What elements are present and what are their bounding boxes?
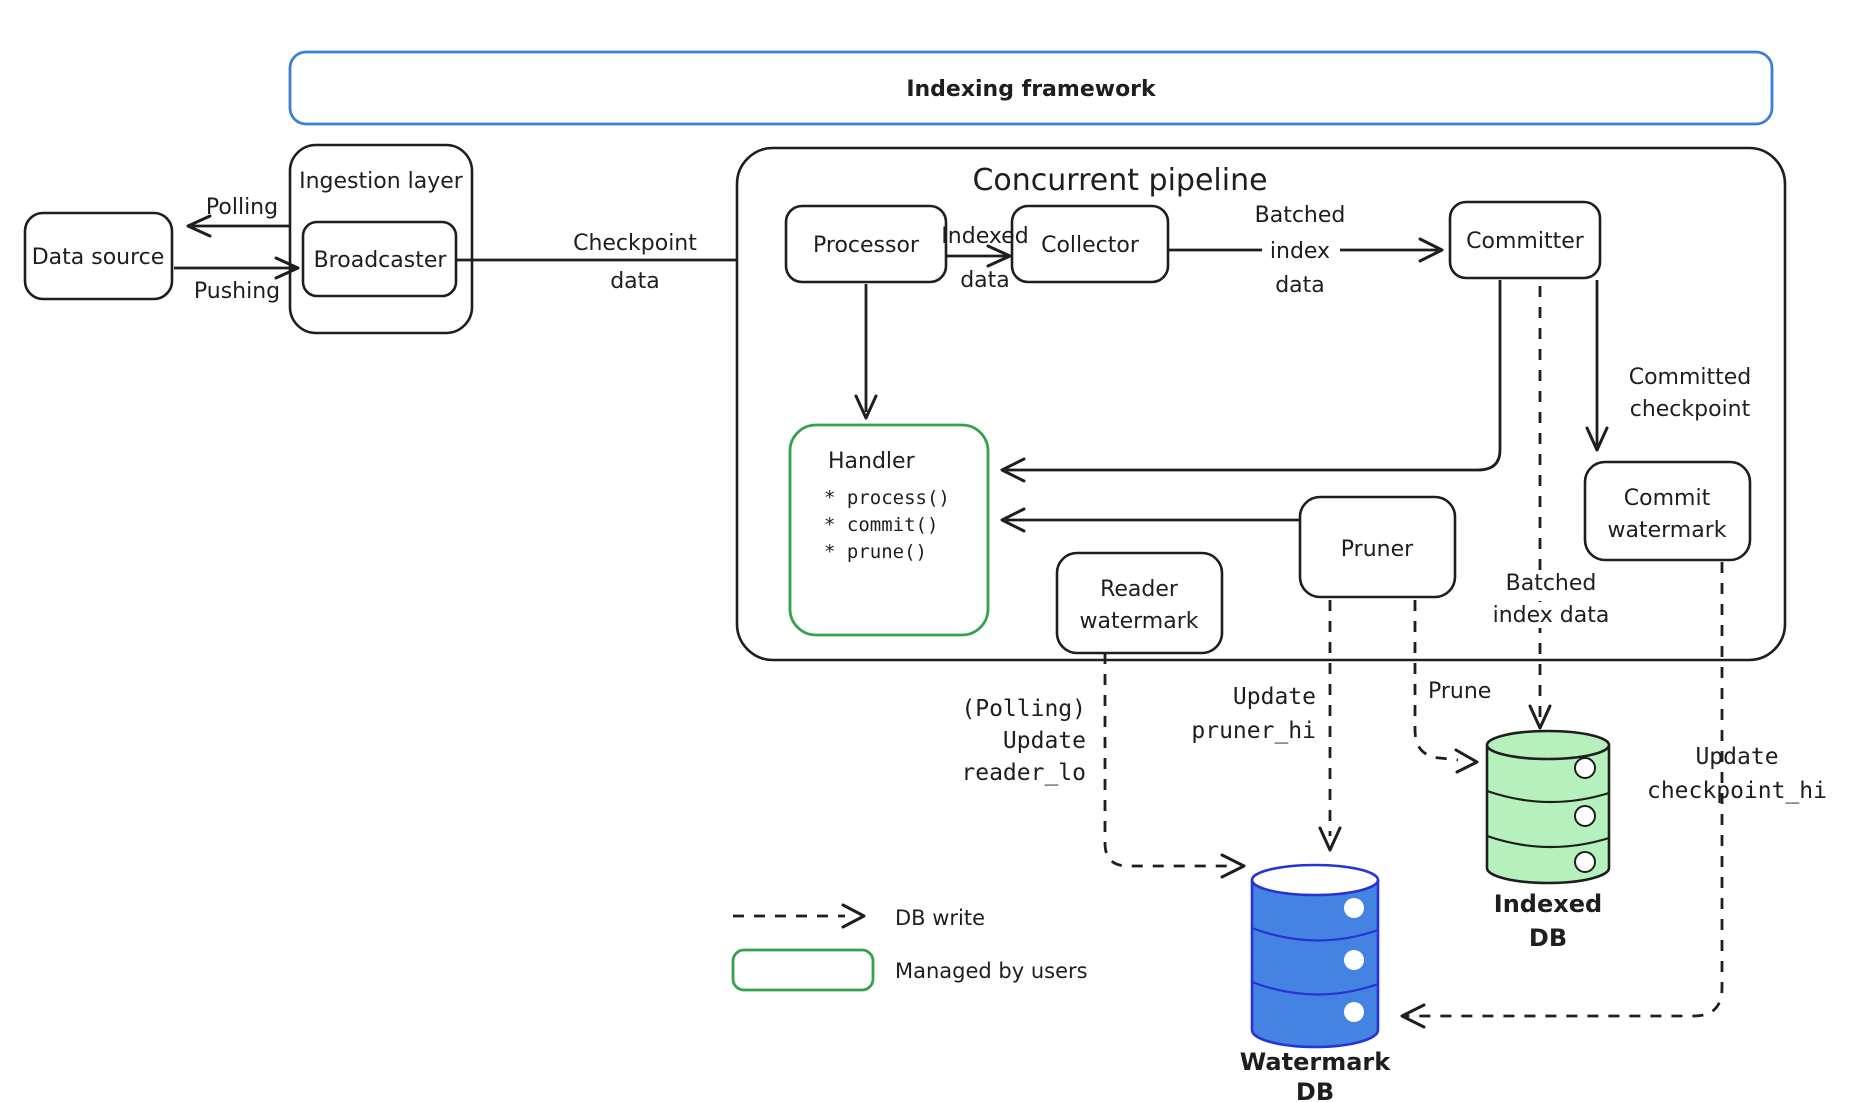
update-checkpoint-hi-label-2: checkpoint_hi (1647, 778, 1827, 804)
watermark-db-cylinder (1250, 863, 1380, 1049)
commit-watermark-node (1583, 460, 1752, 562)
batched-index-data-bottom-arrowhead (1528, 704, 1552, 730)
committer-to-handler-arrowhead (1000, 457, 1026, 483)
committer-node (1448, 200, 1602, 280)
legend-db-write-label: DB write (895, 906, 985, 930)
collector-node (1010, 204, 1170, 284)
update-reader-lo-arrowhead (1220, 853, 1246, 879)
db-dot (1344, 1002, 1364, 1022)
handler-method-commit: * commit() (824, 514, 938, 536)
indexing-framework-box (288, 50, 1774, 126)
committer-label: Committer (1466, 229, 1585, 254)
checkpoint-data-label-2: data (610, 269, 660, 294)
label-mask (1496, 570, 1606, 596)
reader-watermark-label-1: Reader (1100, 577, 1179, 602)
broadcaster-label: Broadcaster (314, 248, 448, 273)
batched-top-label-2: index (1270, 239, 1330, 264)
collector-label: Collector (1041, 233, 1140, 258)
db-dot (1574, 805, 1596, 827)
pruner-to-handler-arrowhead (1000, 507, 1026, 533)
update-checkpoint-hi-arrowhead (1400, 1003, 1426, 1029)
watermark-db-label-1: Watermark (1240, 1048, 1391, 1076)
batched-top-label-1: Batched (1255, 203, 1346, 228)
db-dot (1574, 851, 1596, 873)
prune-arrowhead (1454, 748, 1479, 774)
indexed-data-label-2: data (960, 268, 1010, 293)
legend-db-write-arrowhead (841, 903, 866, 929)
legend-managed-box (731, 948, 875, 992)
batched-bottom-label-2: index data (1493, 603, 1610, 628)
committed-checkpoint-arrowhead (1585, 426, 1609, 452)
reader-watermark-node (1055, 551, 1224, 655)
indexed-db-label-1: Indexed (1494, 890, 1602, 918)
batched-top-label-3: data (1275, 273, 1325, 298)
update-pruner-hi-arrowhead (1318, 826, 1342, 852)
polling-arrowhead (186, 214, 212, 238)
label-mask (1472, 602, 1630, 628)
committed-checkpoint-label-1: Committed (1629, 365, 1752, 390)
update-reader-lo-label-1: (Polling) (961, 696, 1086, 722)
concurrent-pipeline-title: Concurrent pipeline (972, 163, 1267, 198)
db-dot (1344, 898, 1364, 918)
batched-bottom-label-1: Batched (1506, 571, 1597, 596)
pushing-label: Pushing (194, 279, 280, 304)
legend: DB write Managed by users (731, 903, 1088, 992)
update-reader-lo-label-3: reader_lo (961, 760, 1086, 786)
commit-watermark-label-2: watermark (1608, 518, 1727, 543)
indexed-data-arrowhead (986, 244, 1012, 268)
label-mask (1262, 234, 1340, 262)
indexing-framework-title: Indexing framework (906, 77, 1157, 102)
indexed-data-label-1: Indexed (941, 224, 1028, 249)
update-checkpoint-hi-label-1: Update (1695, 744, 1778, 770)
indexed-db-cylinder (1485, 729, 1611, 885)
checkpoint-data-label-1: Checkpoint (573, 231, 697, 256)
processor-node (784, 204, 948, 284)
batched-index-data-top-arrowhead (1418, 237, 1444, 263)
pushing-arrowhead (274, 256, 300, 280)
update-pruner-hi-label-1: Update (1233, 684, 1316, 710)
db-dot (1344, 950, 1364, 970)
update-pruner-hi-label-2: pruner_hi (1191, 718, 1316, 744)
polling-label: Polling (206, 195, 278, 220)
legend-managed-label: Managed by users (895, 959, 1088, 983)
processor-label: Processor (813, 233, 920, 258)
update-checkpoint-hi-line (1406, 562, 1724, 1018)
watermark-db-label-2: DB (1296, 1078, 1334, 1102)
db-dot (1574, 757, 1596, 779)
update-reader-lo-label-2: Update (1003, 728, 1086, 754)
data-source-node (23, 211, 174, 301)
ingestion-layer-label: Ingestion layer (299, 169, 464, 194)
data-source-label: Data source (32, 245, 165, 270)
commit-watermark-label-1: Commit (1624, 486, 1711, 511)
handler-method-process: * process() (824, 487, 950, 509)
update-reader-lo-line (1103, 653, 1236, 868)
handler-method-prune: * prune() (824, 541, 927, 563)
prune-label: Prune (1428, 679, 1491, 704)
processor-to-handler-arrowhead (854, 394, 878, 420)
committed-checkpoint-label-2: checkpoint (1630, 397, 1751, 422)
pruner-label: Pruner (1341, 537, 1414, 562)
handler-title: Handler (828, 449, 916, 474)
committer-to-handler-line (1006, 280, 1502, 472)
reader-watermark-label-2: watermark (1080, 609, 1199, 634)
handler-node (788, 423, 990, 637)
prune-line (1413, 600, 1459, 762)
indexed-db-label-2: DB (1529, 924, 1567, 952)
pruner-node (1298, 495, 1457, 599)
